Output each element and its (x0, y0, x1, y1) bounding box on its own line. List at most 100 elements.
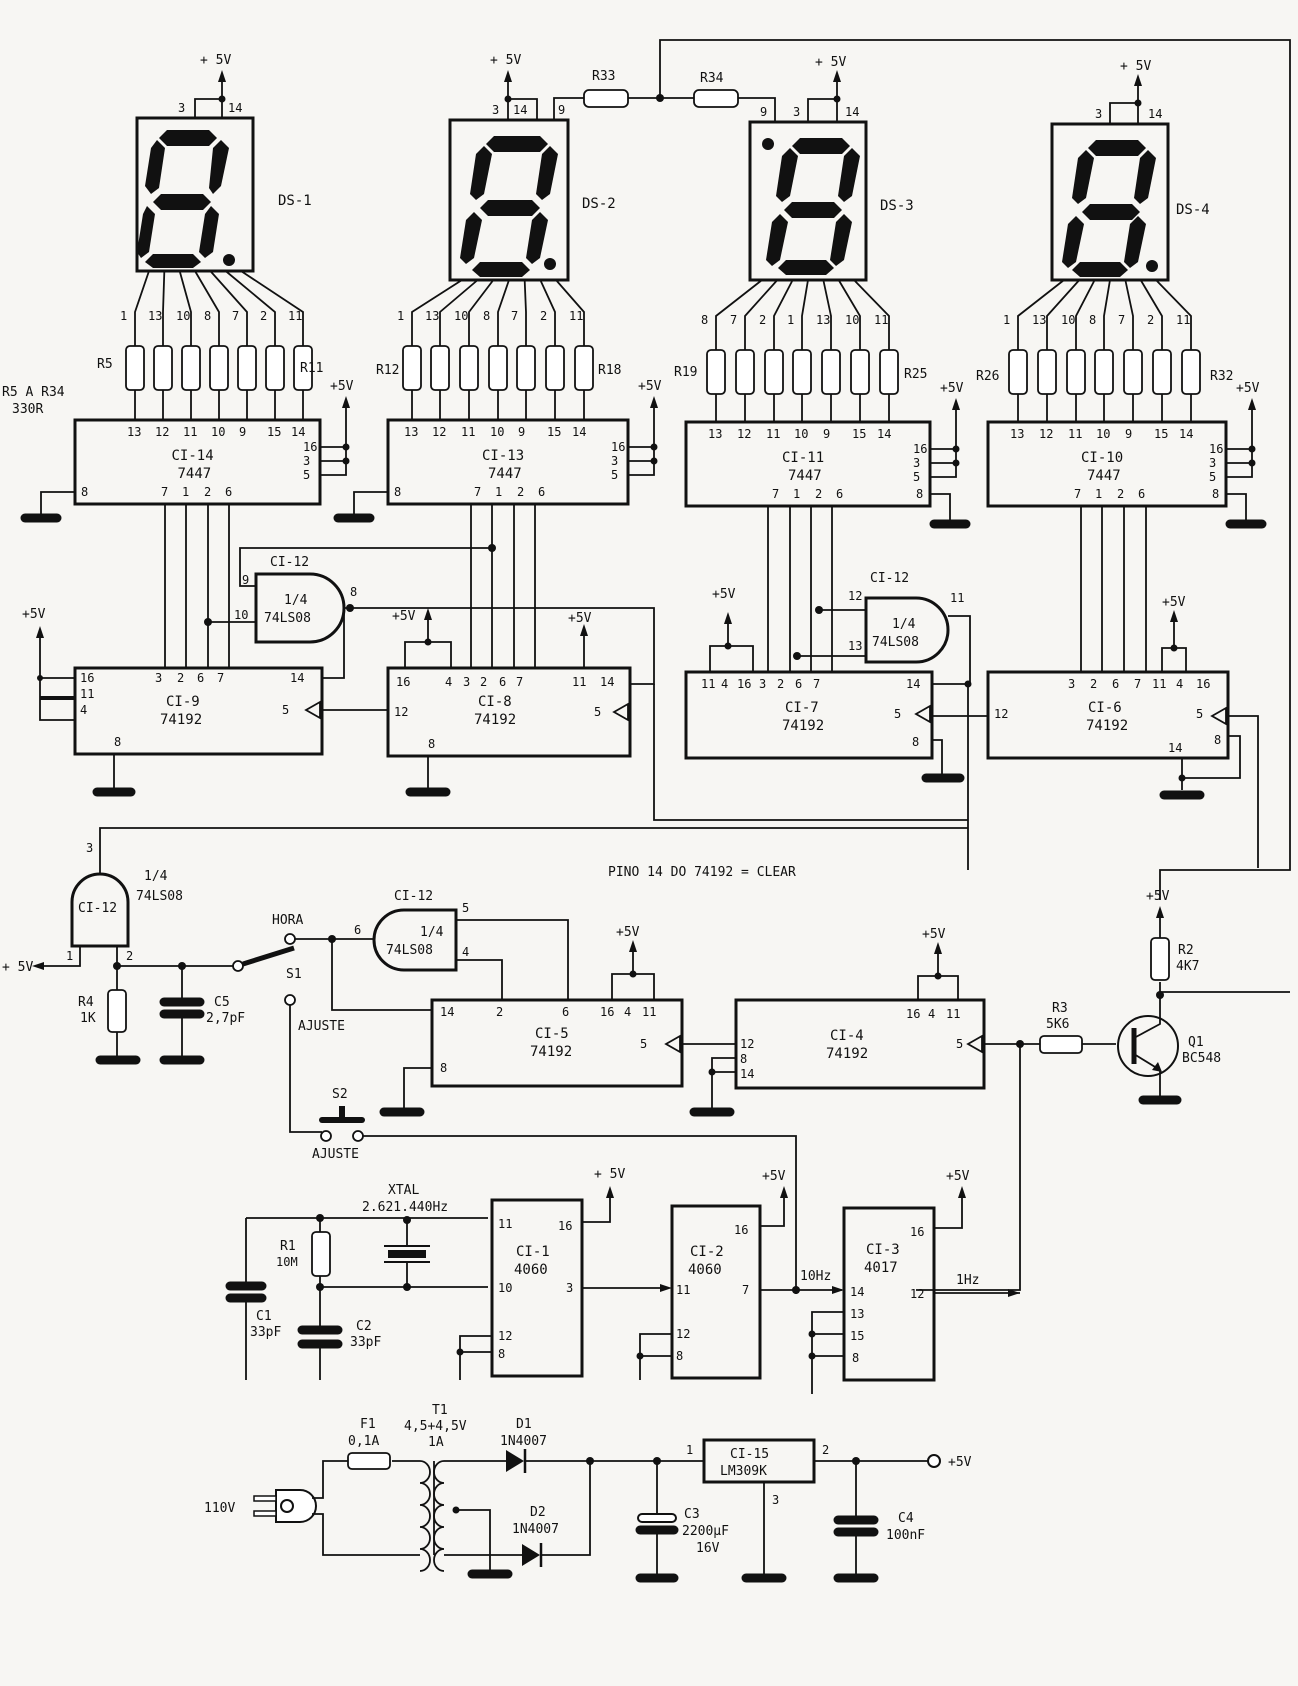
resistor (516, 345, 536, 391)
and-gate-ci12-b: 1/4 74LS08 CI-12 12 13 11 (793, 571, 971, 684)
switch-s1[interactable]: HORA S1 AJUSTE (232, 913, 432, 1133)
svg-text:14: 14 (600, 675, 614, 689)
display-pin-label: 13 (1032, 313, 1046, 327)
svg-text:11: 11 (572, 675, 586, 689)
svg-text:CI-3: CI-3 (866, 1242, 900, 1258)
resistor (402, 345, 422, 391)
svg-text:S2: S2 (332, 1087, 348, 1102)
svg-text:R18: R18 (598, 363, 621, 378)
decoder-part: 7447 (178, 466, 212, 482)
display-pin-label: 2 (1147, 313, 1154, 327)
decoder-pin: 1 (1095, 487, 1102, 501)
svg-text:4,5+4,5V: 4,5+4,5V (404, 1419, 467, 1434)
counter-ci6: CI-6 74192 3 2 6 7 11 4 16 12 5 8 14 +5V (932, 595, 1259, 870)
display-pin-label: 2 (540, 309, 547, 323)
svg-text:3: 3 (772, 1493, 779, 1507)
svg-text:Q1: Q1 (1188, 1035, 1204, 1050)
display-pin-label: 8 (1089, 313, 1096, 327)
display-pin-label: 11 (288, 309, 302, 323)
svg-text:7: 7 (1134, 677, 1141, 691)
decoder-pin: 7 (161, 485, 168, 499)
svg-text:4060: 4060 (514, 1262, 548, 1278)
svg-text:R26: R26 (976, 369, 999, 384)
decoder-pin: 3 (611, 454, 618, 468)
decoder-pin: 13 (404, 425, 418, 439)
decoder-part: 7447 (488, 466, 522, 482)
clear-line (653, 684, 968, 821)
svg-text:T1: T1 (432, 1403, 448, 1418)
svg-text:D1: D1 (516, 1417, 532, 1432)
decimal-point (762, 138, 774, 150)
svg-text:16: 16 (910, 1225, 924, 1239)
display-pin-label: 10 (845, 313, 859, 327)
svg-text:14: 14 (740, 1067, 754, 1081)
decoder-pin: 13 (1010, 427, 1024, 441)
decoder-pin: 5 (303, 468, 310, 482)
svg-text:+ 5V: + 5V (490, 53, 521, 68)
svg-text:1N4007: 1N4007 (512, 1522, 559, 1537)
decoder-pin: 5 (913, 470, 920, 484)
svg-text:15: 15 (850, 1329, 864, 1343)
ds4-supply: + 5V 3 14 (1095, 59, 1162, 124)
svg-text:8: 8 (440, 1061, 447, 1075)
display-pin-label: 7 (1118, 313, 1125, 327)
svg-text:74LS08: 74LS08 (136, 889, 183, 904)
decoder-part: 7447 (788, 468, 822, 484)
svg-text:CI-9: CI-9 (166, 694, 200, 710)
svg-text:+ 5V: + 5V (594, 1167, 625, 1182)
resistor (153, 345, 173, 391)
svg-text:2200µF: 2200µF (682, 1524, 729, 1539)
resistor-r33 (583, 89, 629, 108)
display-pin-label: 8 (483, 309, 490, 323)
svg-text:4017: 4017 (864, 1260, 898, 1276)
svg-text:1Hz: 1Hz (956, 1273, 979, 1288)
display-pin-label: 2 (260, 309, 267, 323)
decoder-pin: 5 (611, 468, 618, 482)
svg-text:1/4: 1/4 (284, 593, 308, 608)
decoder-pin: 7 (474, 485, 481, 499)
transistor-stage: R3 5K6 Q1 BC548 +5V R2 4K7 (916, 889, 1290, 1291)
resistor (764, 349, 784, 395)
svg-text:3: 3 (463, 675, 470, 689)
svg-text:12: 12 (498, 1329, 512, 1343)
and-gate-ci12-a: 1/4 74LS08 CI-12 9 10 8 (204, 544, 655, 685)
svg-text:CI-12: CI-12 (270, 555, 309, 570)
resistor (181, 345, 201, 391)
seven-segment-glyph (1062, 140, 1158, 277)
svg-text:100nF: 100nF (886, 1528, 925, 1543)
svg-text:CI-12: CI-12 (394, 889, 433, 904)
svg-text:1: 1 (686, 1443, 693, 1457)
decoder-pin: 9 (1125, 427, 1132, 441)
output-terminal (927, 1454, 941, 1468)
svg-text:8: 8 (676, 1349, 683, 1363)
decoder-pin: 16 (1209, 442, 1223, 456)
ds3-supply: + 5V 3 14 9 (760, 55, 859, 122)
svg-text:11: 11 (80, 687, 94, 701)
svg-text:9: 9 (242, 573, 249, 587)
decoder-pin: 9 (239, 425, 246, 439)
seven-segment-glyph (766, 138, 860, 275)
svg-text:+5V: +5V (616, 925, 640, 940)
svg-text:R25: R25 (904, 367, 927, 382)
button-s2[interactable]: S2 AJUSTE (312, 1087, 797, 1294)
svg-text:S1: S1 (286, 967, 302, 982)
supply-label: +5V (940, 381, 964, 396)
and-gate-ci12-c: CI-12 1/4 74LS08 3 1 2 + 5V R4 1K C5 2,7… (2, 827, 968, 1065)
svg-text:2: 2 (822, 1443, 829, 1457)
seven-segment-glyph (460, 136, 558, 277)
power-supply: 110V F1 0,1A T1 4,5+4,5V 1A D1 1N4007 D2… (204, 1403, 972, 1583)
svg-text:+ 5V: + 5V (2, 960, 33, 975)
clear-note: PINO 14 DO 74192 = CLEAR (608, 865, 796, 880)
decoder-pin: 12 (737, 427, 751, 441)
svg-text:CI-8: CI-8 (478, 694, 512, 710)
decoder-pin: 16 (303, 440, 317, 454)
decoder-pin: 9 (823, 427, 830, 441)
svg-text:1/4: 1/4 (892, 617, 916, 632)
svg-text:BC548: BC548 (1182, 1051, 1221, 1066)
svg-text:2,7pF: 2,7pF (206, 1011, 245, 1026)
svg-text:+5V: +5V (922, 927, 946, 942)
decoder-pin: 10 (490, 425, 504, 439)
